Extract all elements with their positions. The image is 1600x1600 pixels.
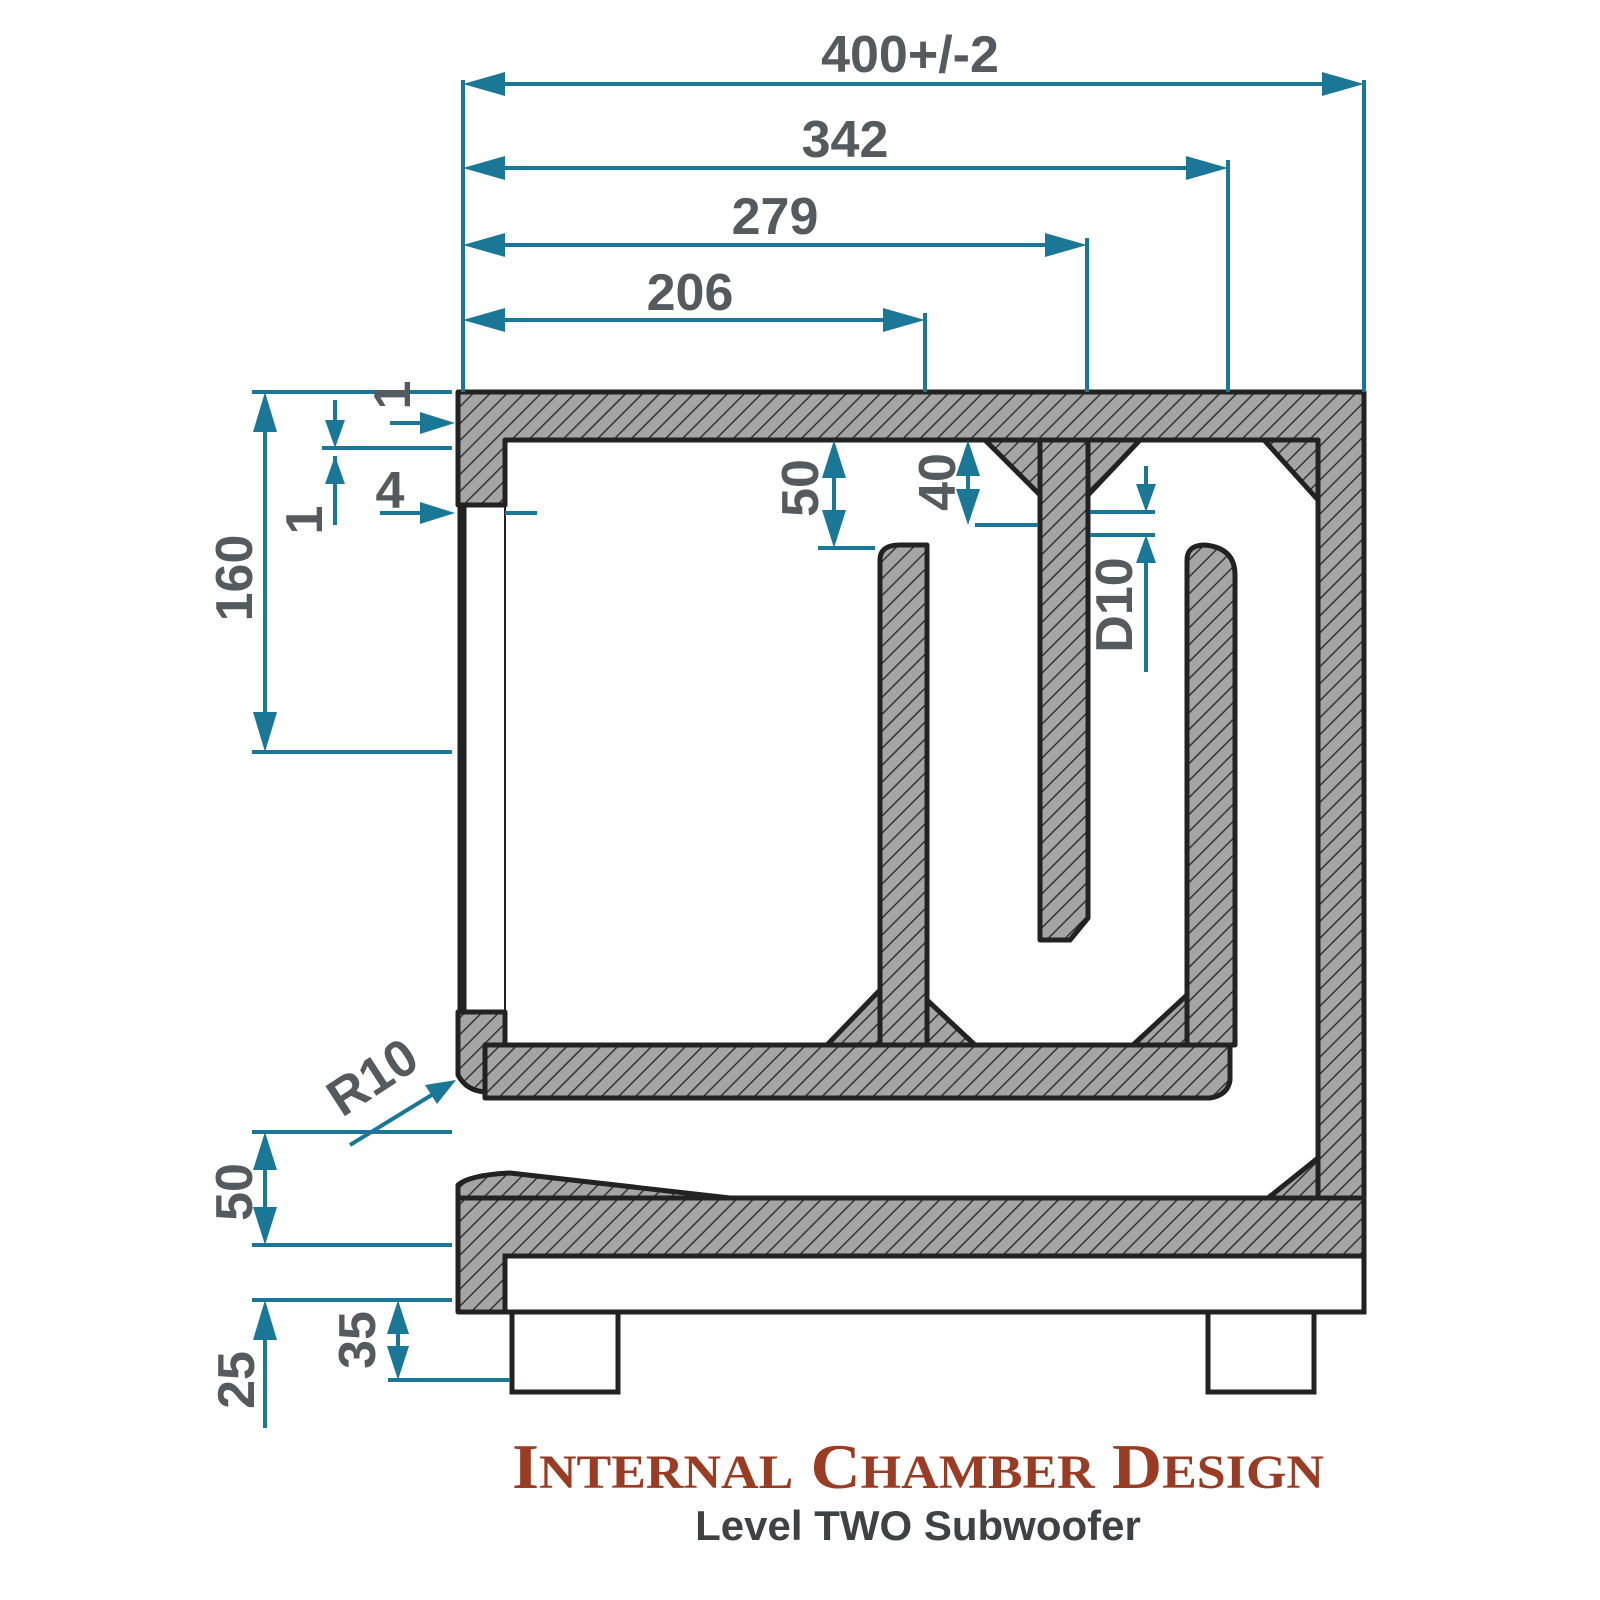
label-width-206: 206 [647, 264, 734, 322]
divider-gusset-left [982, 437, 1043, 498]
right-vertical-panel [1184, 542, 1238, 1048]
label-plinth-height: 25 [208, 1351, 266, 1409]
center-gusset-left [824, 987, 883, 1048]
bottom-right-brace [1265, 1155, 1321, 1201]
center-gusset-right [924, 997, 978, 1048]
right-gusset [1130, 992, 1190, 1048]
enclosure-walls [455, 389, 1367, 1395]
label-overall-width: 400+/-2 [821, 26, 999, 84]
label-inset: 4 [376, 462, 405, 520]
title-sub: Level TWO Subwoofer [695, 1502, 1141, 1549]
label-port-height: 50 [206, 1163, 264, 1221]
label-thickness-bottom: 1 [276, 506, 334, 535]
label-dowel: D10 [1086, 557, 1144, 652]
plinth [502, 1253, 1367, 1315]
label-width-279: 279 [732, 188, 819, 246]
label-opening-height: 160 [206, 535, 264, 622]
label-thickness-top: 1 [364, 381, 422, 410]
top-right-brace [1261, 437, 1321, 503]
label-foot-height: 35 [329, 1311, 387, 1369]
label-baffle-gap: 50 [772, 459, 830, 517]
foot-left [509, 1309, 621, 1395]
hanging-divider [1037, 437, 1091, 943]
center-vertical-panel [877, 542, 930, 1048]
label-divider-gap: 40 [909, 453, 967, 511]
label-corner-radius: R10 [317, 1027, 429, 1128]
shelf-panel [482, 1042, 1233, 1101]
divider-gusset-right [1085, 437, 1143, 498]
label-width-342: 342 [802, 111, 889, 169]
foot-right [1205, 1309, 1317, 1395]
port-ramp [455, 1170, 733, 1201]
dimension-lines [252, 72, 1366, 1428]
